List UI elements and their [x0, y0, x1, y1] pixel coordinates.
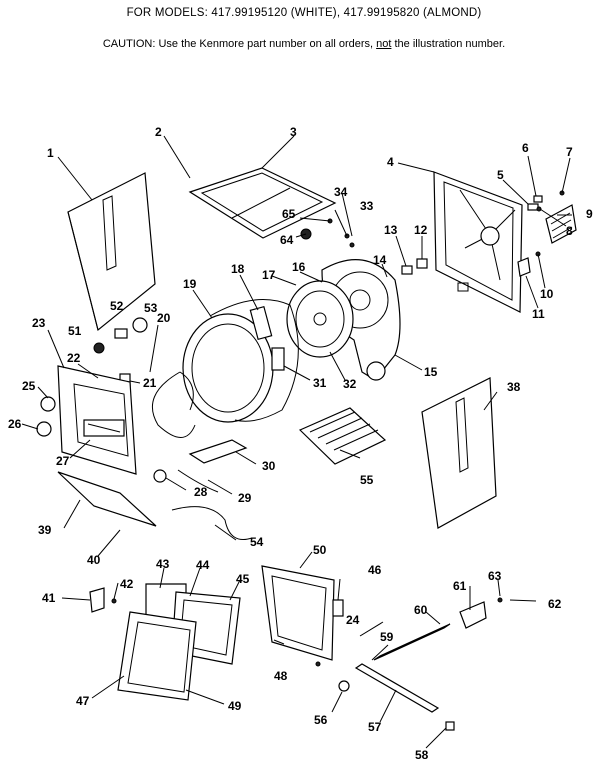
- callout-32: 32: [343, 377, 357, 391]
- part-lint-chute: [188, 439, 248, 464]
- part-loading-door: [261, 565, 344, 661]
- callout-46: 46: [368, 563, 382, 577]
- part-wire-harness: [171, 506, 253, 540]
- callout-49: 49: [228, 699, 242, 713]
- callout-20: 20: [157, 311, 171, 325]
- caution-text: CAUTION: Use the Kenmore part number on …: [102, 38, 377, 50]
- callout-13: 13: [384, 223, 398, 237]
- callout-45: 45: [236, 572, 250, 586]
- callout-53: 53: [144, 301, 158, 315]
- callout-60: 60: [414, 603, 428, 617]
- callout-59: 59: [380, 630, 394, 644]
- callout-15: 15: [424, 365, 438, 379]
- callout-25: 25: [22, 379, 36, 393]
- callout-63: 63: [488, 569, 502, 583]
- part-lint-screen: [298, 407, 387, 465]
- callout-55: 55: [360, 473, 374, 487]
- callout-54: 54: [250, 535, 264, 549]
- part-rear-panel: [433, 171, 523, 313]
- callout-8: 8: [566, 224, 573, 238]
- callout-43: 43: [156, 557, 170, 571]
- callout-21: 21: [143, 376, 157, 390]
- callout-10: 10: [540, 287, 554, 301]
- callout-24: 24: [346, 613, 360, 627]
- callout-7: 7: [566, 145, 573, 159]
- models-header: FOR MODELS: 417.99195120 (WHITE), 417.99…: [126, 7, 482, 19]
- callout-30: 30: [262, 459, 276, 473]
- part-drum-support: [153, 469, 219, 493]
- part-top-panel: [188, 167, 337, 239]
- callout-4: 4: [387, 155, 394, 169]
- callout-48: 48: [274, 669, 288, 683]
- callout-28: 28: [194, 485, 208, 499]
- callout-14: 14: [373, 253, 387, 267]
- callout-1: 1: [47, 146, 54, 160]
- callout-3: 3: [290, 125, 297, 139]
- callout-41: 41: [42, 591, 56, 605]
- callout-65: 65: [282, 207, 296, 221]
- part-front-hardware: [36, 317, 148, 437]
- callout-52: 52: [110, 299, 124, 313]
- part-drum-seal: [286, 280, 354, 358]
- part-right-side-panel: [421, 377, 497, 529]
- part-base-rails: [315, 597, 503, 731]
- part-door-hinge: [89, 587, 117, 613]
- callout-18: 18: [231, 262, 245, 276]
- callout-29: 29: [238, 491, 252, 505]
- callout-23: 23: [32, 316, 46, 330]
- caution-note: CAUTION: Use the Kenmore part number on …: [0, 38, 608, 50]
- part-door-outer: [117, 611, 197, 701]
- callout-61: 61: [453, 579, 467, 593]
- callout-64: 64: [280, 233, 294, 247]
- callout-62: 62: [548, 597, 562, 611]
- callout-31: 31: [313, 376, 327, 390]
- callout-34: 34: [334, 185, 348, 199]
- callout-57: 57: [368, 720, 382, 734]
- part-left-side-panel: [67, 172, 156, 332]
- callout-16: 16: [292, 260, 306, 274]
- callout-33: 33: [360, 199, 374, 213]
- callout-38: 38: [507, 380, 521, 394]
- callout-9: 9: [586, 207, 593, 221]
- callout-5: 5: [497, 168, 504, 182]
- caution-emphasis: not: [376, 38, 392, 50]
- callout-50: 50: [313, 543, 327, 557]
- callout-51: 51: [68, 324, 82, 338]
- callout-22: 22: [67, 351, 81, 365]
- callout-42: 42: [120, 577, 134, 591]
- callout-19: 19: [183, 277, 197, 291]
- callout-56: 56: [314, 713, 328, 727]
- callout-58: 58: [415, 748, 429, 762]
- part-front-panel: [57, 365, 137, 475]
- callout-12: 12: [414, 223, 428, 237]
- part-toe-panel: [57, 471, 157, 527]
- part-drum: [182, 299, 299, 423]
- callout-6: 6: [522, 141, 529, 155]
- callout-leaders: [21, 135, 572, 749]
- callout-39: 39: [38, 523, 52, 537]
- callout-47: 47: [76, 694, 90, 708]
- callout-44: 44: [196, 558, 210, 572]
- callout-40: 40: [87, 553, 101, 567]
- callout-26: 26: [8, 417, 22, 431]
- callout-11: 11: [532, 307, 545, 321]
- callout-27: 27: [56, 454, 70, 468]
- callout-17: 17: [262, 268, 276, 282]
- caution-text-end: the illustration number.: [391, 38, 506, 50]
- callout-2: 2: [155, 125, 162, 139]
- callout-labels: 1 2 3 4 5 6 7 8 9 10 11 12 13 14 15 16 1…: [8, 125, 593, 762]
